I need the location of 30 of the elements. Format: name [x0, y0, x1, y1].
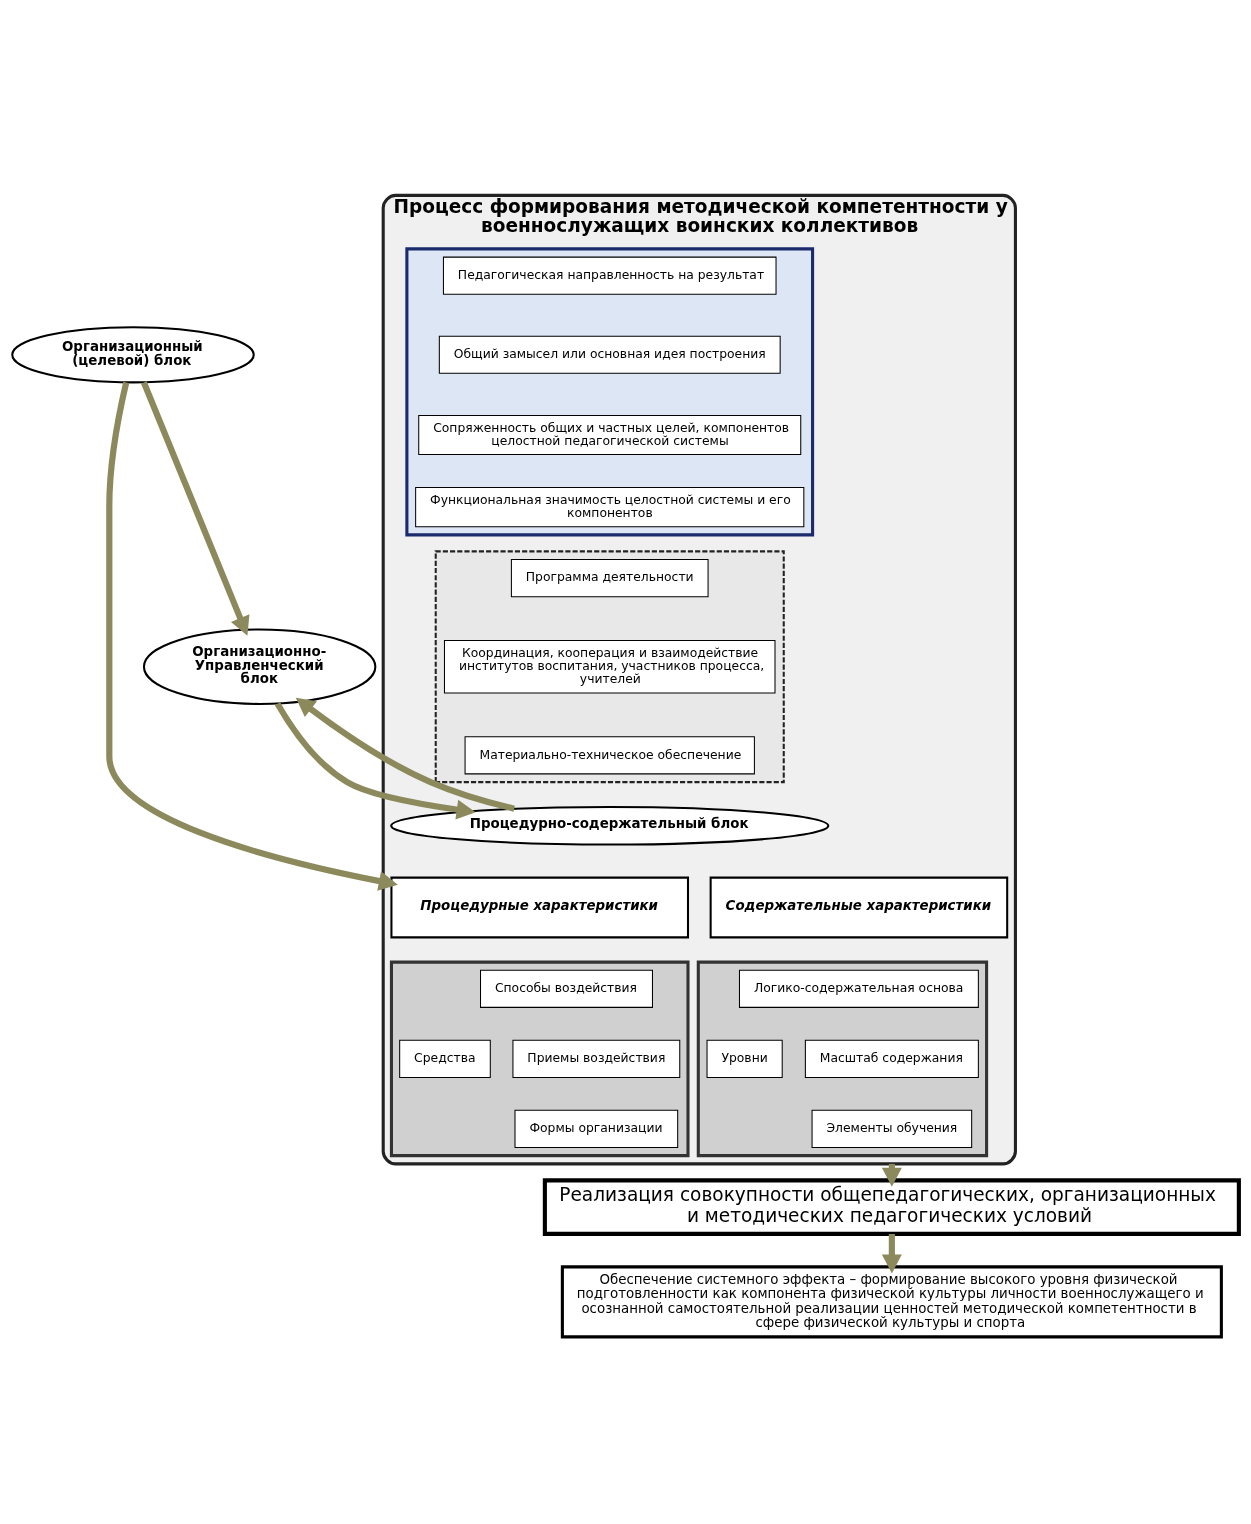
node-box: Элементы обучения	[811, 1109, 973, 1148]
node-box: Способы воздействия	[480, 969, 653, 1008]
node-box: Процедурные характеристики	[390, 876, 689, 939]
node-box: Содержательные характеристики	[709, 876, 1009, 939]
node-box: Логико-содержательная основа	[738, 969, 979, 1008]
node-box: Приемы воздействия	[512, 1039, 681, 1078]
node-box: Средства	[399, 1039, 491, 1078]
arrow	[274, 702, 476, 820]
arrow	[881, 1234, 902, 1274]
node-box: Функциональная значимость целостной системы и его компонентов	[415, 487, 805, 528]
node-box: Педагогическая направленность на результат	[442, 256, 777, 295]
node-box: Обеспечение системного эффекта – формирование высокого уровня физической подготовленности как компонента физической культуры личности военнослужащего и осознанной самостоятельной реализации ценностей методической компетентности в сфере физической культуры и спорта	[560, 1265, 1223, 1339]
node-box: Реализация совокупности общепедагогических, организационных и методических педагогических условий	[542, 1178, 1241, 1236]
node-box: Материально-техническое обеспечение	[464, 736, 755, 775]
arrow	[106, 381, 398, 891]
node-box: Координация, кооперация и взаимодействие институтов воспитания, участников процесса, учителей	[443, 639, 776, 694]
cluster	[696, 960, 989, 1158]
cluster	[434, 550, 785, 784]
node-box: Общий замысел или основная идея построения	[438, 335, 781, 374]
cluster	[389, 960, 690, 1158]
node-ellipse: Процедурно-содержательный блок	[390, 805, 830, 846]
node-box: Масштаб содержания	[804, 1039, 979, 1078]
node-box: Сопряженность общих и частных целей, компонентов целостной педагогической системы	[418, 414, 802, 456]
arrow	[141, 381, 250, 636]
node-ellipse: Организационный (целевой) блок	[11, 326, 255, 384]
node-box: Уровни	[706, 1039, 783, 1078]
node-ellipse: Организационно- Управленческий блок	[142, 628, 377, 705]
node-box: Формы организации	[514, 1109, 679, 1148]
cluster	[405, 247, 815, 537]
node-box: Программа деятельности	[510, 559, 709, 598]
